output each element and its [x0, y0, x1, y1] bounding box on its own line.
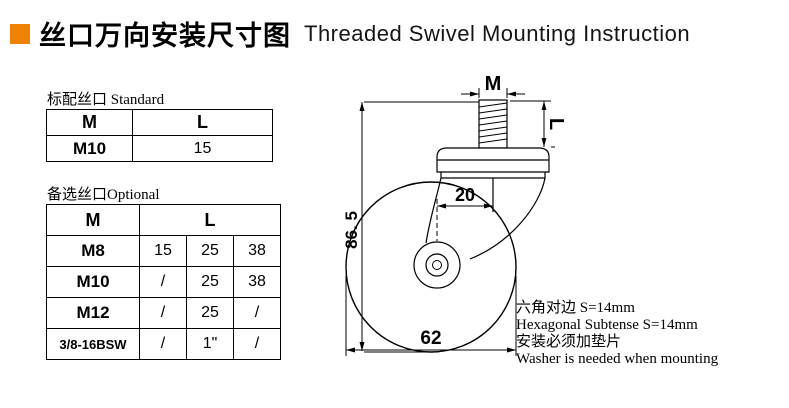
- optional-header-m: M: [46, 204, 140, 236]
- dim-label-thread: M: [485, 73, 502, 95]
- dim-label-overall-height: 86. 5: [342, 211, 361, 249]
- wheel: [345, 181, 517, 353]
- note-line: 安装必须加垫片: [516, 334, 622, 350]
- fork-right-edge: [469, 177, 546, 260]
- caster-diagram: M L 20 86. 5 62: [342, 73, 567, 356]
- table-cell: /: [233, 297, 281, 329]
- row-header-cell: M10: [46, 266, 140, 298]
- notes-block: 六角对边 S=14mm Hexagonal Subtense S=14mm 安装…: [516, 300, 718, 368]
- row-header-cell: M8: [46, 235, 140, 267]
- dim-label-offset: 20: [455, 185, 475, 205]
- table-cell: 25: [186, 266, 234, 298]
- table-row: M12 / 25 /: [46, 297, 281, 329]
- page-title-english: Threaded Swivel Mounting Instruction: [304, 20, 691, 46]
- row-header-cell: 3/8-16BSW: [46, 328, 140, 360]
- table-header-row: M L: [46, 204, 281, 236]
- note-line: Washer is needed when mounting: [516, 351, 719, 367]
- orange-bullet-icon: [10, 23, 30, 44]
- table-row: M8 15 25 38: [46, 235, 281, 267]
- axle-circle: [425, 253, 449, 277]
- optional-table: M L M8 15 25 38 M10 / 25 38 M12 / 25 / 3…: [46, 204, 281, 360]
- standard-header-l: L: [132, 109, 273, 136]
- table-cell: /: [139, 328, 187, 360]
- page-title-chinese: 丝口万向安装尺寸图: [39, 21, 291, 51]
- swivel-fork: [425, 177, 546, 260]
- table-header-row: M L: [46, 109, 273, 136]
- wheel-circle: [345, 181, 517, 353]
- table-row: 3/8-16BSW / 1" /: [46, 328, 281, 360]
- axle-inner-circle: [432, 260, 442, 270]
- row-header-cell: M10: [46, 135, 133, 162]
- standard-header-m: M: [46, 109, 133, 136]
- table-cell: 15: [132, 135, 273, 162]
- table-cell: 25: [186, 297, 234, 329]
- table-row: M10 / 25 38: [46, 266, 281, 298]
- row-header-cell: M12: [46, 297, 140, 329]
- table-cell: 25: [186, 235, 234, 267]
- thread-hatch: [478, 102, 508, 144]
- standard-table-label: 标配丝口 Standard: [47, 92, 165, 108]
- dimension-arrowheads: [346, 91, 547, 353]
- table-row: M10 15: [46, 135, 273, 162]
- note-line: 六角对边 S=14mm: [516, 300, 635, 316]
- table-cell: 15: [139, 235, 187, 267]
- optional-table-label: 备选丝口Optional: [47, 187, 160, 203]
- optional-header-l: L: [139, 204, 281, 236]
- mounting-plate: [436, 147, 550, 179]
- table-cell: /: [139, 266, 187, 298]
- dim-label-stem-length: L: [545, 118, 567, 130]
- page-header: 丝口万向安装尺寸图 Threaded Swivel Mounting Instr…: [10, 14, 690, 53]
- table-cell: 38: [233, 266, 281, 298]
- hub-circle: [413, 241, 461, 289]
- table-cell: /: [233, 328, 281, 360]
- table-cell: 38: [233, 235, 281, 267]
- note-line: Hexagonal Subtense S=14mm: [516, 317, 698, 333]
- table-cell: 1": [186, 328, 234, 360]
- standard-table: M L M10 15: [46, 109, 273, 162]
- dim-label-wheel-diameter: 62: [420, 328, 441, 349]
- table-cell: /: [139, 297, 187, 329]
- fork-left-edge: [425, 177, 442, 244]
